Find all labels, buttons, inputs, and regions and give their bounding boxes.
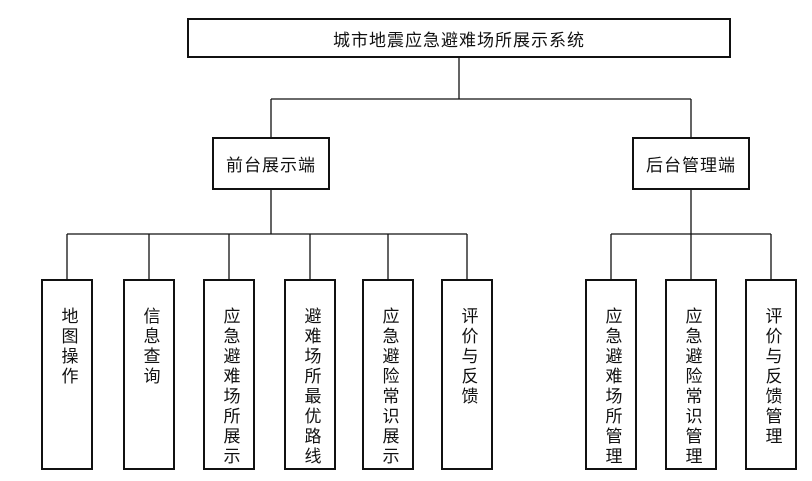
leaf-label: 应急避难场所管理: [601, 307, 622, 467]
leaf-feedback: 评价与反馈: [441, 279, 493, 470]
leaf-label: 应急避险常识管理: [681, 307, 702, 467]
root-label: 城市地震应急避难场所展示系统: [333, 30, 585, 51]
root-node: 城市地震应急避难场所展示系统: [187, 18, 731, 58]
leaf-safety-knowledge-display: 应急避险常识展示: [362, 279, 414, 470]
leaf-shelter-management: 应急避难场所管理: [585, 279, 637, 470]
leaf-label: 信息查询: [139, 307, 160, 387]
frontend-node: 前台展示端: [212, 137, 330, 190]
leaf-label: 评价与反馈管理: [761, 307, 782, 447]
leaf-map-operation: 地图操作: [41, 279, 93, 470]
leaf-shelter-display: 应急避难场所展示: [203, 279, 255, 470]
leaf-label: 评价与反馈: [457, 307, 478, 407]
leaf-feedback-management: 评价与反馈管理: [745, 279, 797, 470]
frontend-label: 前台展示端: [226, 156, 316, 176]
leaf-label: 应急避难场所展示: [219, 307, 240, 467]
backend-node: 后台管理端: [632, 137, 750, 190]
leaf-info-query: 信息查询: [123, 279, 175, 470]
leaf-label: 地图操作: [57, 307, 78, 387]
leaf-optimal-route: 避难场所最优路线: [284, 279, 336, 470]
backend-label: 后台管理端: [646, 156, 736, 176]
leaf-label: 避难场所最优路线: [300, 307, 321, 467]
leaf-label: 应急避险常识展示: [378, 307, 399, 467]
leaf-safety-knowledge-management: 应急避险常识管理: [665, 279, 717, 470]
